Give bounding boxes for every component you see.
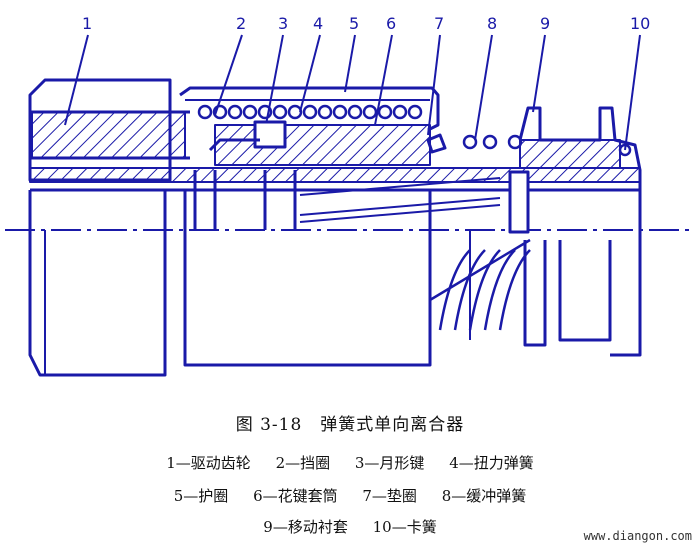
bush-key <box>508 170 530 234</box>
guard-ring <box>179 86 440 132</box>
legend-item: 9—移动衬套 <box>263 518 348 536</box>
legend-line-1: 1—驱动齿轮 2—挡圈 3—月形键 4—扭力弹簧 <box>0 452 700 473</box>
spiral-spline <box>299 177 501 223</box>
label-5: 5 <box>349 14 360 33</box>
helical-teeth <box>429 238 531 331</box>
label-8: 8 <box>487 14 498 33</box>
label-9: 9 <box>540 14 551 33</box>
legend-item: 7—垫圈 <box>362 487 417 505</box>
label-10: 10 <box>630 14 651 33</box>
spline-sleeve <box>214 124 431 166</box>
moving-bush <box>518 106 642 357</box>
label-4: 4 <box>313 14 324 33</box>
watermark: www.diangon.com <box>583 529 692 543</box>
torsion-spring <box>197 104 423 120</box>
drive-gear-hatch <box>31 111 186 159</box>
legend-item: 8—缓冲弹簧 <box>441 487 527 505</box>
figure-title: 图 3-18 弹簧式单向离合器 <box>235 415 465 435</box>
label-1: 1 <box>82 14 93 33</box>
label-2: 2 <box>236 14 247 33</box>
label-6: 6 <box>386 14 397 33</box>
label-3: 3 <box>278 14 289 33</box>
legend-item: 3—月形键 <box>354 454 425 472</box>
sleeve-body <box>183 190 432 367</box>
legend-item: 5—护圈 <box>173 487 229 505</box>
legend-item: 10—卡簧 <box>372 518 437 536</box>
crescent-key <box>253 120 287 149</box>
legend-item: 4—扭力弹簧 <box>449 454 534 472</box>
legend-line-3: 9—移动衬套 10—卡簧 <box>0 516 700 537</box>
clutch-drawing <box>5 34 695 377</box>
legend-line-2: 5—护圈 6—花键套筒 7—垫圈 8—缓冲弹簧 <box>0 485 700 506</box>
snap-ring <box>618 143 632 157</box>
upper-band <box>29 167 641 183</box>
legend-item: 1—驱动齿轮 <box>166 454 251 472</box>
legend-item: 2—挡圈 <box>275 454 331 472</box>
label-7: 7 <box>434 14 445 33</box>
legend-item: 6—花键套筒 <box>253 487 338 505</box>
washer <box>426 133 447 154</box>
drive-gear-lower <box>28 190 167 377</box>
leader-lines <box>64 34 641 151</box>
buffer-spring <box>462 134 523 150</box>
